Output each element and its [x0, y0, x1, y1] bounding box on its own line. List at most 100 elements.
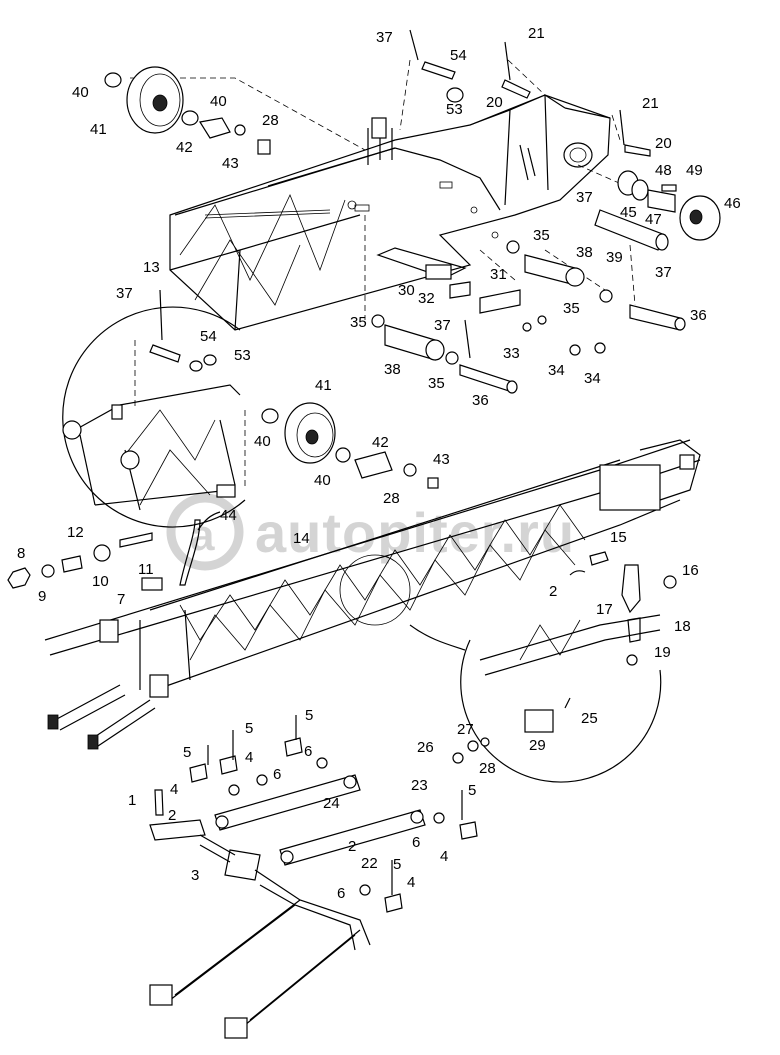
callout-label: 20 — [486, 94, 503, 111]
detail-circle-right — [452, 614, 662, 783]
callout-label: 12 — [67, 524, 84, 541]
callout-label: 37 — [434, 317, 451, 334]
callout-label: 4 — [245, 749, 253, 766]
bottom-linkage — [149, 715, 478, 1039]
watermark-logo: a autopiter.ru — [166, 493, 575, 571]
callout-label: 53 — [446, 101, 463, 118]
callout-label: 27 — [457, 721, 474, 738]
callout-label: 6 — [304, 743, 312, 760]
callout-label: 11 — [138, 561, 154, 578]
callout-label: 28 — [479, 760, 496, 777]
callout-label: 43 — [433, 451, 450, 468]
callout-label: 8 — [17, 545, 25, 562]
callout-label: 7 — [117, 591, 125, 608]
callout-label: 40 — [210, 93, 227, 110]
callout-label: 5 — [468, 782, 476, 799]
callout-label: 35 — [428, 375, 445, 392]
callout-label: 47 — [645, 211, 662, 228]
callout-label: 32 — [418, 290, 435, 307]
callout-label: 45 — [620, 204, 637, 221]
callout-label: 37 — [116, 285, 133, 302]
callout-label: 53 — [234, 347, 251, 364]
detail-circle-upper — [62, 289, 246, 586]
callout-label: 4 — [407, 874, 415, 891]
callout-label: 38 — [576, 244, 593, 261]
callout-label: 16 — [682, 562, 699, 579]
callout-label: 3 — [191, 867, 199, 884]
sheave-41-upper — [104, 66, 271, 155]
callout-label: 33 — [503, 345, 520, 362]
callout-label: 54 — [200, 328, 217, 345]
callout-label: 5 — [183, 744, 191, 761]
callout-label: 42 — [372, 434, 389, 451]
callout-label: 2 — [549, 583, 557, 600]
callout-label: 40 — [314, 472, 331, 489]
callout-label: 25 — [581, 710, 598, 727]
callout-label: 2 — [348, 838, 356, 855]
callout-label: 20 — [655, 135, 672, 152]
callout-label: 28 — [383, 490, 400, 507]
callout-label: 41 — [315, 377, 332, 394]
callout-label: 34 — [584, 370, 601, 387]
watermark-text: autopiter.ru — [255, 501, 575, 564]
callout-label: 46 — [724, 195, 741, 212]
callout-label: 30 — [398, 282, 415, 299]
callout-label: 35 — [350, 314, 367, 331]
callout-label: 21 — [528, 25, 545, 42]
callout-label: 37 — [655, 264, 672, 281]
callout-label: 41 — [90, 121, 107, 138]
callout-label: 6 — [273, 766, 281, 783]
callout-label: 9 — [38, 588, 46, 605]
callout-label: 35 — [533, 227, 550, 244]
callout-label: 6 — [337, 885, 345, 902]
callout-label: 21 — [642, 95, 659, 112]
callout-label: 37 — [576, 189, 593, 206]
callout-label: 4 — [440, 848, 448, 865]
callout-label: 48 — [655, 162, 672, 179]
callout-label: 10 — [92, 573, 109, 590]
rollers-38-pins-36 — [371, 240, 686, 394]
boom-head-section — [130, 59, 636, 331]
callout-label: 5 — [245, 720, 253, 737]
callout-label: 5 — [393, 856, 401, 873]
callout-label: 28 — [262, 112, 279, 129]
callout-label: 54 — [450, 47, 467, 64]
callout-label: 34 — [548, 362, 565, 379]
callout-label: 36 — [690, 307, 707, 324]
callout-label: 18 — [674, 618, 691, 635]
callout-label: 42 — [176, 139, 193, 156]
callout-label: 40 — [72, 84, 89, 101]
callout-label: 26 — [417, 739, 434, 756]
pins-15-19 — [569, 551, 677, 666]
callout-label: 5 — [305, 707, 313, 724]
callout-label: 2 — [168, 807, 176, 824]
callout-label: 40 — [254, 433, 271, 450]
callout-label: 4 — [170, 781, 178, 798]
callout-label: 38 — [384, 361, 401, 378]
callout-label: 14 — [293, 530, 310, 547]
callout-label: 13 — [143, 259, 160, 276]
callout-label: 31 — [490, 266, 507, 283]
callout-label: 19 — [654, 644, 671, 661]
pins-20-21-upper — [409, 29, 651, 157]
pin-group-8-12 — [7, 544, 163, 591]
callout-label: 1 — [128, 792, 136, 809]
callout-label: 36 — [472, 392, 489, 409]
callout-label: 29 — [529, 737, 546, 754]
callout-label: 23 — [411, 777, 428, 794]
sheave-41-middle — [261, 402, 439, 489]
callout-label: 39 — [606, 249, 623, 266]
callout-label: 49 — [686, 162, 703, 179]
callout-label: 43 — [222, 155, 239, 172]
callout-label: 15 — [610, 529, 627, 546]
callout-label: 22 — [361, 855, 378, 872]
callout-label: 17 — [596, 601, 613, 618]
callout-label: 24 — [323, 795, 340, 812]
callout-label: 44 — [220, 507, 237, 524]
lattice-boom-14 — [44, 439, 701, 750]
callout-label: 35 — [563, 300, 580, 317]
callout-label: 6 — [412, 834, 420, 851]
